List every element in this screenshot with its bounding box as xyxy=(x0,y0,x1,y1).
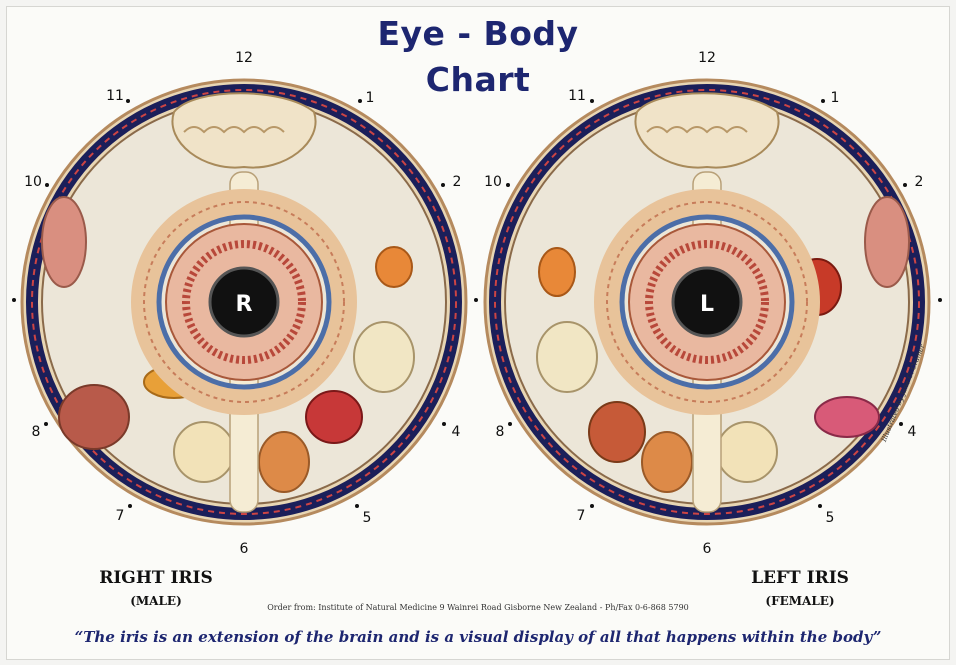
spleen-shape xyxy=(814,396,880,438)
clock-dots xyxy=(12,99,942,508)
left-clock-8: 8 xyxy=(496,424,505,440)
right-iris-label: RIGHT IRIS xyxy=(99,568,213,588)
right-clock-1: 1 xyxy=(366,90,375,106)
right-clock-5: 5 xyxy=(363,510,372,526)
left-clock-11: 11 xyxy=(568,88,586,104)
right-clock-8: 8 xyxy=(32,424,41,440)
kidney-shape-2 xyxy=(258,431,310,493)
left-clock-12: 12 xyxy=(698,50,716,66)
chart-title-line2: Chart xyxy=(425,60,531,99)
lung-shape-2 xyxy=(353,321,415,393)
quote-text: “The iris is an extension of the brain a… xyxy=(74,628,882,646)
liver-shape xyxy=(58,384,130,450)
chart-title-line1: Eye - Body xyxy=(377,14,579,53)
lung-shape-2 xyxy=(536,321,598,393)
left-clock-10: 10 xyxy=(484,174,502,190)
left-clock-1: 1 xyxy=(831,90,840,106)
lung-shape xyxy=(41,196,87,288)
left-clock-5: 5 xyxy=(826,510,835,526)
right-clock-7: 7 xyxy=(116,508,125,524)
right-clock-10: 10 xyxy=(24,174,42,190)
right-clock-6: 6 xyxy=(240,541,249,557)
left-clock-4: 4 xyxy=(908,424,917,440)
right-clock-11: 11 xyxy=(106,88,124,104)
right-iris-pupil-letter: R xyxy=(236,292,253,317)
brain-shape xyxy=(634,92,780,169)
left-clock-7: 7 xyxy=(577,508,586,524)
right-clock-12: 12 xyxy=(235,50,253,66)
right-clock-2: 2 xyxy=(453,174,462,190)
left-iris-label: LEFT IRIS xyxy=(751,568,849,588)
left-iris-pupil-letter: L xyxy=(700,292,714,317)
left-iris-sublabel: (FEMALE) xyxy=(765,594,835,608)
left-clock-6: 6 xyxy=(703,541,712,557)
brain-shape xyxy=(171,92,317,169)
right-clock-4: 4 xyxy=(452,424,461,440)
thyroid-shape xyxy=(375,246,413,288)
kidney-shape xyxy=(305,390,363,444)
uterus-shape xyxy=(588,401,646,463)
thyroid-shape xyxy=(538,247,576,297)
right-iris-sublabel: (MALE) xyxy=(130,594,182,608)
left-iris-pupil xyxy=(671,266,743,338)
order-info: Order from: Institute of Natural Medicin… xyxy=(267,603,689,612)
right-iris-pupil xyxy=(208,266,280,338)
lung-shape xyxy=(864,196,910,288)
left-clock-2: 2 xyxy=(915,174,924,190)
kidney-shape xyxy=(641,431,693,493)
